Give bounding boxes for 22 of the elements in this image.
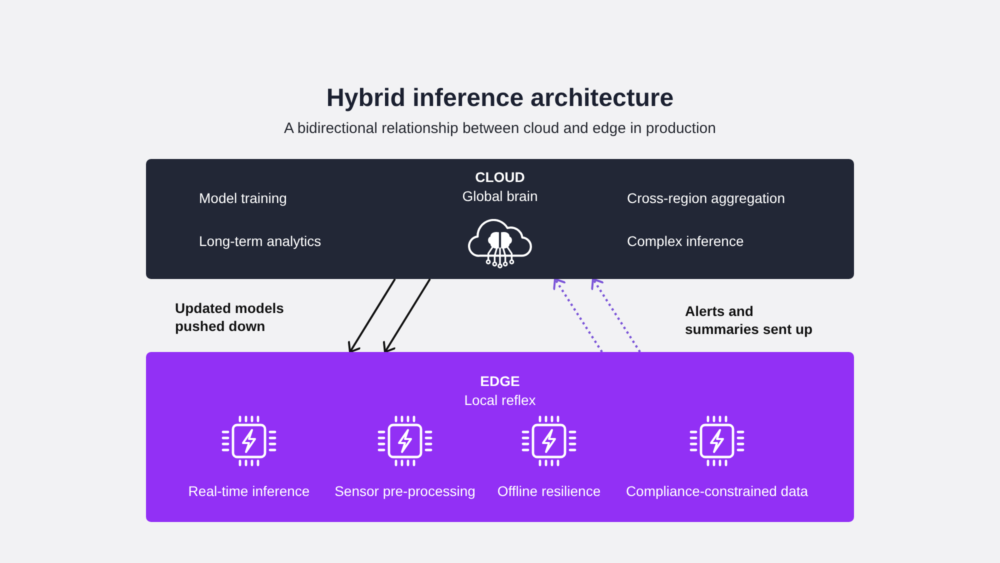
capability-label: Cross-region aggregation xyxy=(627,189,785,207)
capability-label: Real-time inference xyxy=(188,482,310,500)
diagram-title: Hybrid inference architecture xyxy=(326,84,674,112)
dotted-arrow xyxy=(553,278,603,353)
capability-label: Offline resilience xyxy=(497,482,601,500)
edge-panel xyxy=(146,352,854,522)
panel-heading: CLOUD xyxy=(475,168,525,186)
capability-label: Long-term analytics xyxy=(199,232,322,250)
edge-label: Alerts and summaries sent up xyxy=(685,302,814,338)
arrow xyxy=(382,278,431,353)
dotted-arrow xyxy=(591,278,641,353)
subtitle: A bidirectional relationship between cloud and edge in production xyxy=(284,120,716,138)
cloud-panel xyxy=(146,159,854,279)
capability-label: Compliance-constrained data xyxy=(626,482,808,500)
capability-label: Model training xyxy=(199,189,287,207)
panel-subtitle: Global brain xyxy=(462,187,538,205)
edge-label: Updated models pushed down xyxy=(175,299,285,335)
capability-label: Complex inference xyxy=(627,232,744,250)
panel-subtitle: Local reflex xyxy=(464,391,536,409)
arrow xyxy=(348,278,396,353)
capability-label: Sensor pre-processing xyxy=(334,482,476,500)
panel-heading: EDGE xyxy=(480,372,520,390)
